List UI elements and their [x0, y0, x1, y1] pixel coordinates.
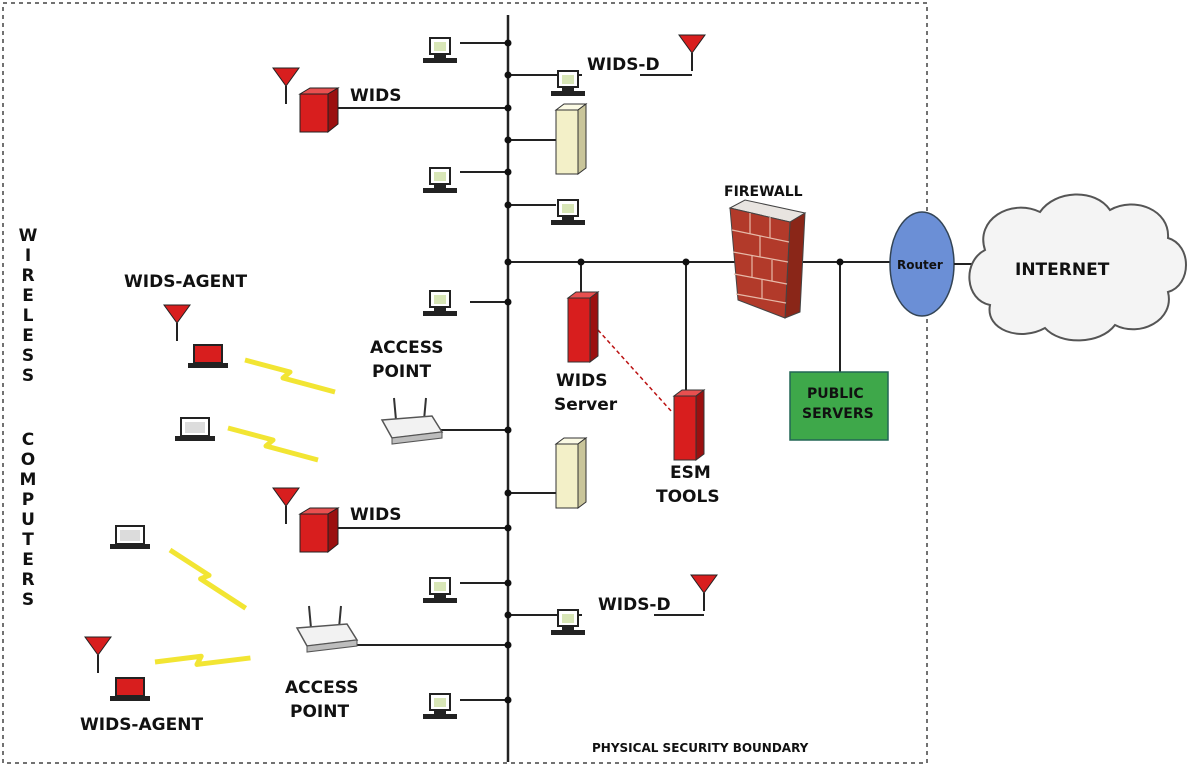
wids-sensor-icon — [299, 87, 339, 133]
agent-antenna-icon — [84, 636, 112, 674]
access-point-label-bottom-2: POINT — [290, 702, 349, 722]
wids-d-label-bottom: WIDS-D — [598, 595, 671, 615]
wids-label-top: WIDS — [350, 86, 401, 106]
security-boundary — [2, 2, 928, 764]
desktop-pc-icon — [422, 693, 458, 720]
wids-server-label-1: WIDS — [556, 371, 607, 391]
hub-icon — [422, 290, 458, 317]
wireless-signal-icon — [160, 550, 255, 608]
esm-tools-label-1: ESM — [670, 463, 711, 483]
server-tower-icon — [555, 437, 587, 509]
boundary-label: PHYSICAL SECURITY BOUNDARY — [592, 741, 809, 755]
router-label: Router — [897, 258, 943, 272]
access-point-label-bottom-1: ACCESS — [285, 678, 358, 698]
firewall-icon — [728, 199, 807, 319]
side-label-wireless-computers: WIRELESS COMPUTERS — [18, 226, 38, 610]
esm-tools-label-2: TOOLS — [656, 487, 720, 507]
laptop-icon — [174, 417, 216, 442]
internet-label: INTERNET — [1015, 260, 1110, 280]
desktop-pc-icon — [550, 199, 586, 226]
wireless-signal-icon — [245, 360, 335, 392]
wids-agent-label-bottom: WIDS-AGENT — [80, 715, 203, 735]
agent-antenna-icon — [163, 304, 191, 342]
laptop-icon — [109, 525, 151, 550]
access-point-label-top-1: ACCESS — [370, 338, 443, 358]
junction-dots — [504, 39, 844, 704]
side-word-wireless: WIRELESS — [18, 226, 38, 386]
wids-d-antenna-icon — [690, 574, 718, 612]
desktop-pc-icon — [422, 167, 458, 194]
access-point-icon — [381, 397, 443, 445]
firewall-label: FIREWALL — [724, 184, 803, 200]
right-branches — [508, 74, 890, 616]
wireless-signal-icon — [155, 628, 250, 691]
desktop-pc-icon — [422, 577, 458, 604]
wids-agent-laptop-icon — [109, 677, 151, 702]
desktop-pc-icon — [422, 37, 458, 64]
access-point-label-top-2: POINT — [372, 362, 431, 382]
public-servers-label-2: SERVERS — [802, 406, 874, 422]
wids-sensor-icon — [299, 507, 339, 553]
wids-server-icon — [567, 291, 599, 363]
wids-d-label-top: WIDS-D — [587, 55, 660, 75]
desktop-pc-icon — [550, 609, 586, 636]
esm-tools-icon — [673, 389, 705, 461]
wids-agent-laptop-icon — [187, 344, 229, 369]
server-tower-icon — [555, 103, 587, 175]
wids-antenna-icon — [272, 487, 300, 525]
wids-server-label-2: Server — [554, 395, 618, 415]
wireless-signal-icon — [228, 428, 318, 460]
internet-cloud-icon — [968, 193, 1187, 342]
public-servers-box — [789, 371, 889, 441]
side-word-computers: COMPUTERS — [18, 430, 38, 610]
public-servers-label-1: PUBLIC — [807, 386, 864, 402]
access-point-icon — [296, 605, 358, 653]
wids-agent-label-top: WIDS-AGENT — [124, 272, 247, 292]
wids-antenna-icon — [272, 67, 300, 105]
wids-label-bottom: WIDS — [350, 505, 401, 525]
left-branches — [335, 42, 508, 701]
wids-d-antenna-icon — [678, 34, 706, 72]
wids-esm-link — [597, 329, 673, 413]
